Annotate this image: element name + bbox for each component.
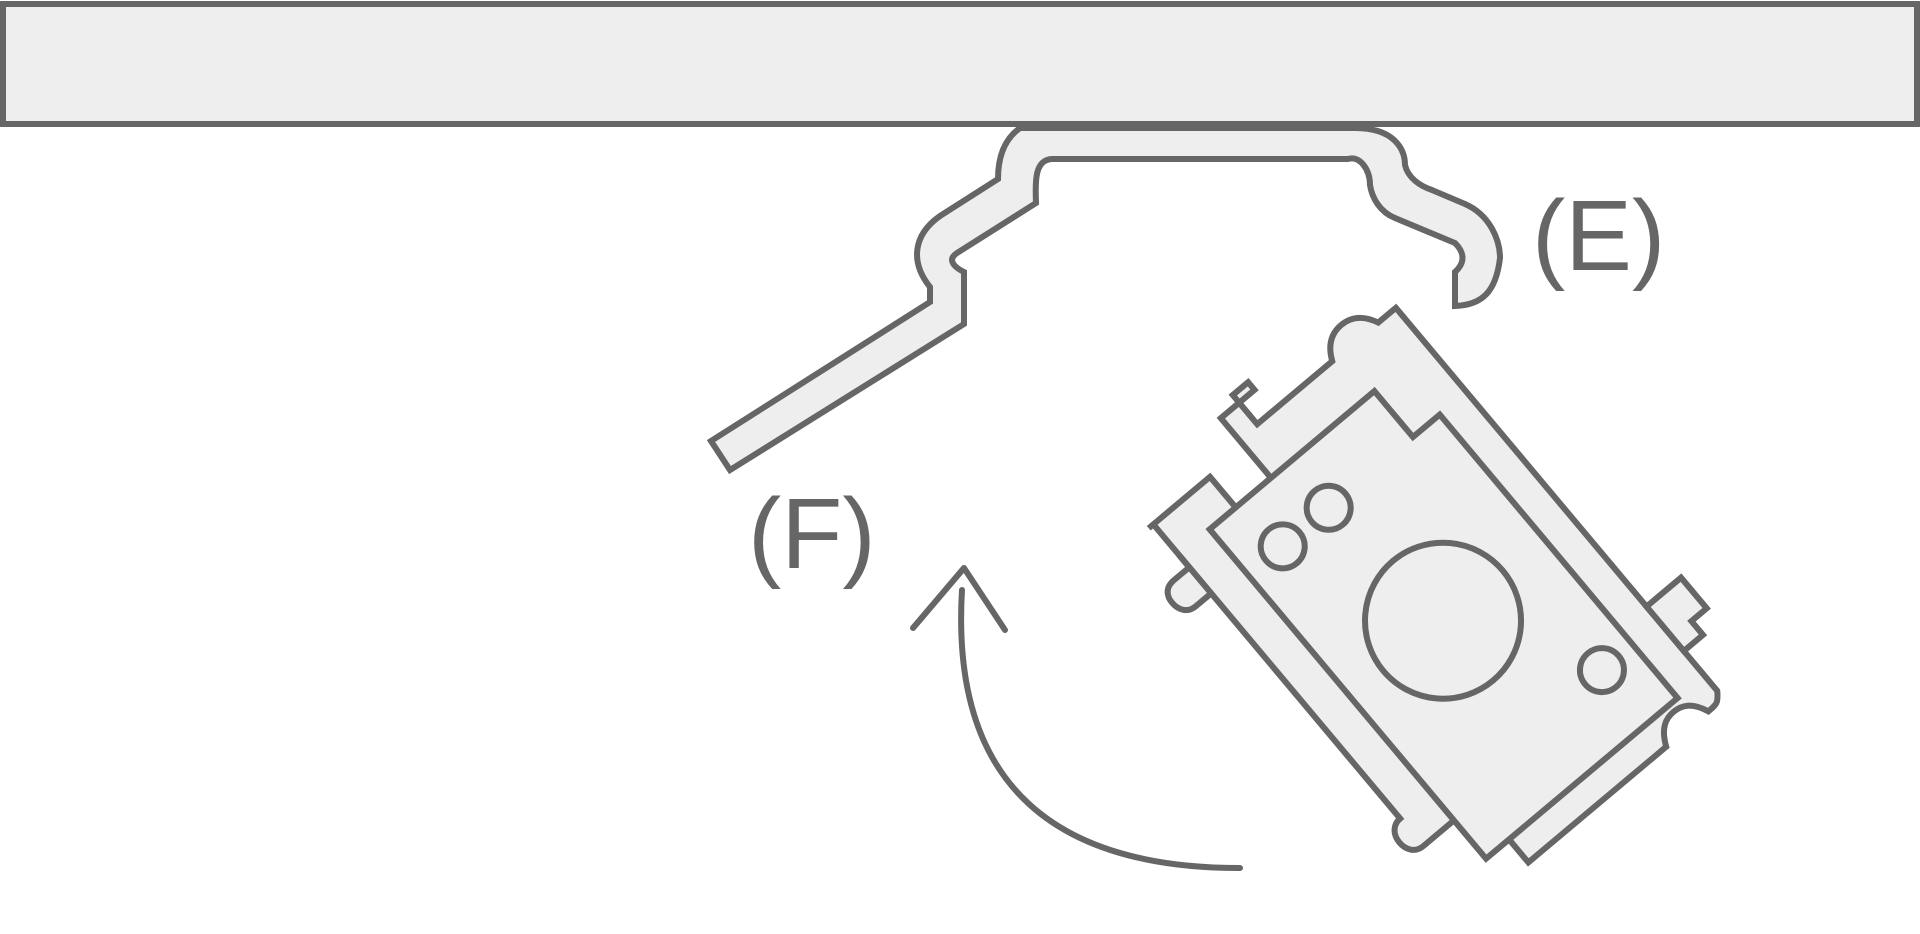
label-f: (F) (748, 478, 876, 590)
mounting-hole-3 (1576, 645, 1627, 696)
mounting-hole-1 (1257, 521, 1308, 572)
hook-bracket (706, 125, 1504, 475)
rotation-arrow-shaft (958, 587, 1243, 871)
rotated-plate-group (1146, 303, 1721, 867)
rotation-arrow-head (910, 565, 1008, 633)
label-e: (E) (1532, 180, 1665, 292)
connector-tab (1642, 573, 1711, 656)
lens-opening (1362, 539, 1525, 702)
upper-hook-tab (1164, 553, 1216, 614)
mounting-hole-2 (1303, 482, 1354, 533)
mounting-rail (0, 1, 1920, 127)
